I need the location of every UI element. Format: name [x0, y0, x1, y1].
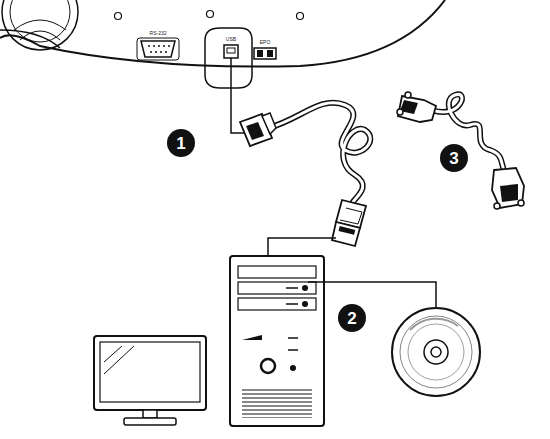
port-label: RS-232	[149, 31, 168, 36]
monitor	[94, 336, 206, 425]
callout-circle	[167, 129, 468, 332]
leader-line	[308, 282, 436, 308]
callout-number: 2	[339, 310, 365, 327]
port-label: USB	[225, 37, 237, 42]
serial-cable	[397, 92, 524, 209]
usb-cable	[240, 103, 370, 246]
leader-line	[268, 238, 336, 255]
ups-panel	[0, 0, 445, 88]
port-label: EPO	[259, 40, 272, 45]
callout-number: 3	[441, 150, 467, 167]
callout-number: 1	[168, 135, 194, 152]
cd-disc	[392, 308, 480, 396]
